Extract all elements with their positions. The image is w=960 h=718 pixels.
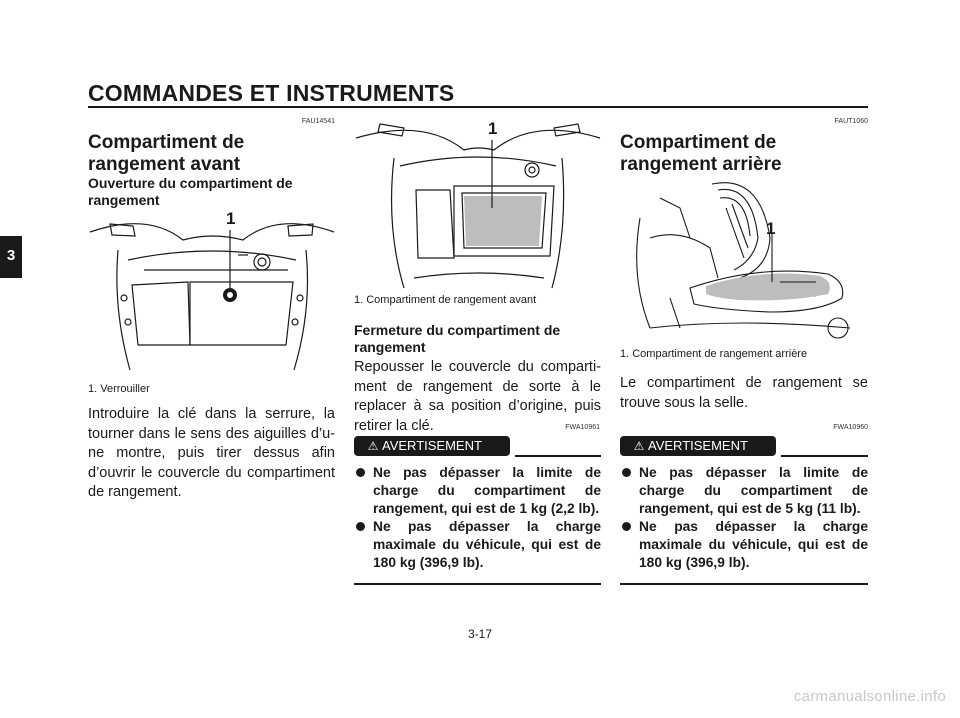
section-code-rear: FAUT1060: [834, 118, 868, 125]
figure-callout-1: 1: [226, 209, 236, 228]
warning-triangle-icon: ⚠: [367, 439, 379, 453]
warning-item: Ne pas dépasser la charge maximale du vé…: [620, 518, 868, 572]
bullet-icon: [356, 522, 365, 531]
bullet-icon: [622, 468, 631, 477]
warning-bottom-rule: [620, 583, 868, 585]
page-number: 3-17: [467, 627, 493, 641]
section-title: COMMANDES ET INSTRUMENTS: [88, 80, 455, 106]
site-watermark: carmanualsonline.info: [793, 688, 946, 705]
warning-code-rear: FWA10960: [833, 424, 868, 431]
warning-rule: [781, 455, 868, 457]
front-compartment-caption: 1. Compartiment de rangement avant: [354, 294, 537, 306]
warning-code-front: FWA10961: [565, 424, 600, 431]
warning-label: AVERTISEMENT: [382, 438, 482, 453]
front-compartment-illustration: [355, 123, 601, 289]
lock-illustration: [89, 223, 335, 371]
chapter-number: 3: [6, 247, 16, 264]
warning-list-rear: Ne pas dépasser la limite de charge du c…: [620, 464, 868, 572]
figure-callout-3: 1: [766, 219, 776, 238]
rear-compartment-caption: 1. Compartiment de rangement arrière: [620, 348, 808, 360]
title-rule: [88, 106, 868, 108]
warning-banner-front: ⚠AVERTISEMENT: [354, 436, 510, 456]
lock-caption: 1. Verrouiller: [88, 383, 150, 395]
bullet-icon: [356, 468, 365, 477]
warning-triangle-icon: ⚠: [633, 439, 645, 453]
opening-instructions: Introduire la clé dans la serrure, la to…: [88, 406, 335, 501]
rear-compartment-illustration: [636, 182, 851, 339]
warning-item: Ne pas dépasser la charge maximale du vé…: [354, 518, 601, 572]
closing-instructions: Repousser le couvercle du comparti-ment …: [354, 359, 601, 434]
warning-item: Ne pas dépasser la limite de charge du c…: [620, 464, 868, 518]
section-code: FAU14541: [301, 118, 335, 125]
warning-banner-rear: ⚠AVERTISEMENT: [620, 436, 776, 456]
front-compartment-heading: Compartiment de rangement avant: [88, 132, 245, 175]
rear-compartment-heading: Compartiment de rangement arrière: [620, 132, 782, 175]
closing-subheading: Fermeture du compartiment de rangement: [354, 322, 561, 355]
warning-bottom-rule: [354, 583, 601, 585]
warning-rule: [515, 455, 601, 457]
chapter-tab: 3: [0, 236, 22, 278]
opening-subheading: Ouverture du compartiment de rangement: [88, 175, 293, 208]
rear-compartment-description: Le compartiment de rangement se trouve s…: [620, 375, 868, 411]
warning-list-front: Ne pas dépasser la limite de charge du c…: [354, 464, 601, 572]
warning-label: AVERTISEMENT: [648, 438, 748, 453]
warning-item: Ne pas dépasser la limite de charge du c…: [354, 464, 601, 518]
figure-callout-2: 1: [488, 119, 498, 138]
bullet-icon: [622, 522, 631, 531]
